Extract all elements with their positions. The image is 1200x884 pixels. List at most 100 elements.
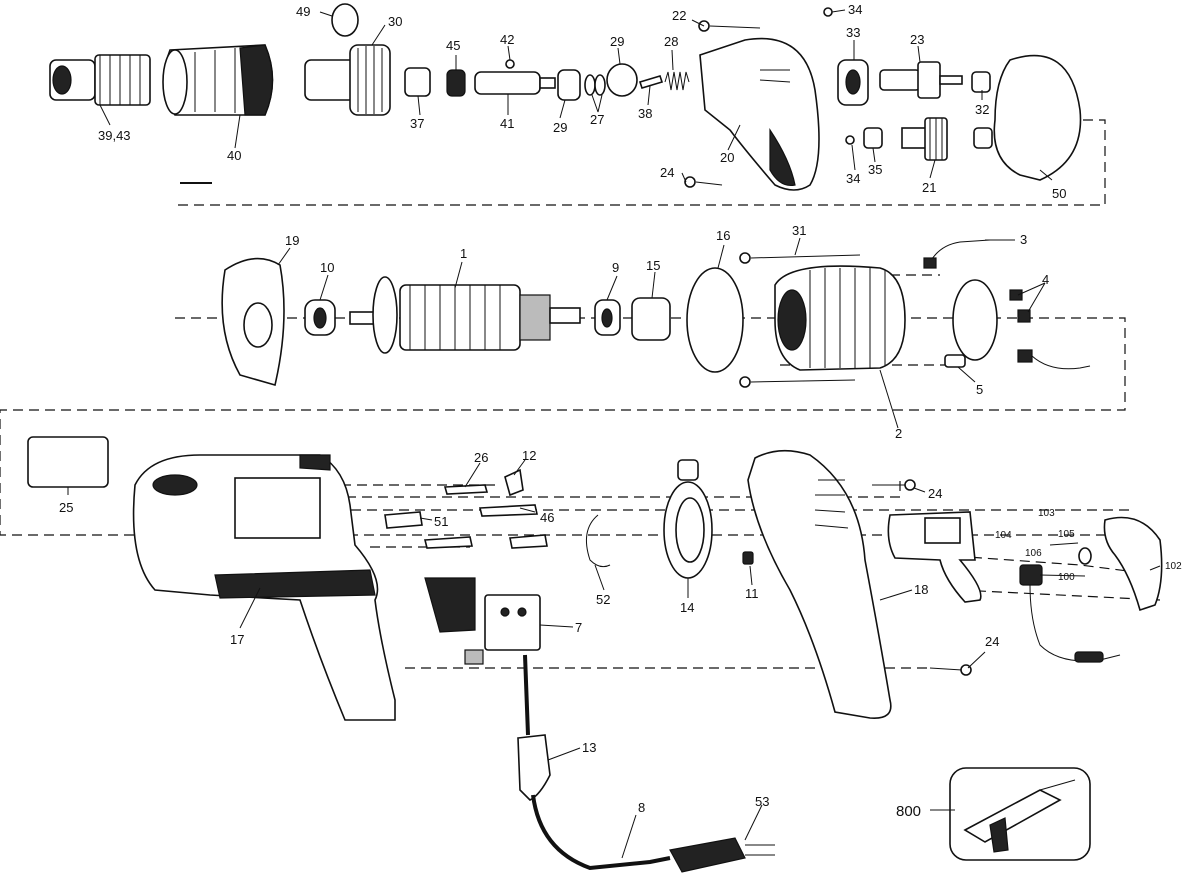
callout-31: 31	[792, 223, 806, 238]
callout-35: 35	[868, 162, 882, 177]
part-14-collar	[663, 459, 713, 579]
part-100-switch	[1019, 564, 1121, 663]
callout-28: 28	[664, 34, 678, 49]
part-9-bearing	[594, 299, 621, 336]
callout-15: 15	[646, 258, 660, 273]
part-21-gear	[901, 117, 948, 161]
part-27-washer-b	[594, 74, 606, 96]
part-19-end-plate	[221, 257, 285, 387]
part-32-bearing-a	[971, 71, 991, 93]
part-13-cord-protector	[517, 734, 551, 801]
part-49-retaining-ring	[331, 3, 359, 37]
callout-42: 42	[500, 32, 514, 47]
callout-18: 18	[914, 582, 928, 597]
part-7-switch	[424, 577, 541, 665]
callout-34-bottom: 34	[846, 171, 860, 186]
callout-53: 53	[755, 794, 769, 809]
part-4-brush-c	[1017, 349, 1033, 363]
part-12-terminal	[504, 468, 524, 497]
part-33-bearing	[837, 59, 869, 106]
callout-30: 30	[388, 14, 402, 29]
callout-17: 17	[230, 632, 244, 647]
callout-12: 12	[522, 448, 536, 463]
callout-105: 105	[1058, 529, 1075, 540]
callout-49: 49	[296, 4, 310, 19]
part-800-accessory-box	[949, 767, 1091, 861]
callout-22: 22	[672, 8, 686, 23]
callout-26: 26	[474, 450, 488, 465]
part-39-43-nose-piece	[49, 54, 151, 106]
callout-19: 19	[285, 233, 299, 248]
part-2-field-assembly	[774, 265, 906, 371]
part-45-bearing	[446, 69, 466, 97]
part-51-bracket	[384, 511, 423, 529]
part-16-fan-guard	[686, 267, 744, 373]
part-34-screw-a	[823, 7, 833, 17]
callout-29-lower: 29	[553, 120, 567, 135]
callout-41: 41	[500, 116, 514, 131]
callout-106: 106	[1025, 548, 1042, 559]
callout-24-top: 24	[660, 165, 674, 180]
part-11-pin	[742, 551, 754, 565]
part-4-lead	[1031, 355, 1091, 370]
callout-10: 10	[320, 260, 334, 275]
part-3-lead	[929, 239, 991, 263]
callout-5: 5	[976, 382, 983, 397]
callout-13: 13	[582, 740, 596, 755]
part-50-gasket	[993, 54, 1082, 181]
callout-51: 51	[434, 514, 448, 529]
callout-33: 33	[846, 25, 860, 40]
callout-24-bottom: 24	[985, 634, 999, 649]
part-15-baffle	[631, 297, 671, 341]
callout-3: 3	[1020, 232, 1027, 247]
part-3-terminal	[923, 257, 937, 269]
callout-2: 2	[895, 426, 902, 441]
callout-labels: 39,43 40 49 30 37 45 42 41 29 27 29 28 3…	[59, 2, 1182, 820]
part-8-cord	[523, 654, 671, 871]
callout-34-top: 34	[848, 2, 862, 17]
part-17-housing	[132, 454, 396, 721]
callout-1: 1	[460, 246, 467, 261]
part-variant-housing	[887, 511, 982, 603]
part-2-screw	[739, 376, 856, 388]
part-29-cam	[606, 63, 638, 97]
callout-leaders	[67, 9, 1161, 859]
callout-8: 8	[638, 800, 645, 815]
part-25-nameplate	[27, 436, 109, 488]
part-10-bearing	[304, 299, 336, 336]
part-1-armature	[349, 276, 581, 354]
part-105-lever	[1049, 542, 1079, 546]
part-18-handle	[747, 449, 892, 719]
part-46-contact-strip	[478, 504, 538, 517]
callout-39-43: 39,43	[98, 128, 131, 143]
callout-20: 20	[720, 150, 734, 165]
part-22-screw	[698, 20, 761, 32]
part-26-spring-contact	[443, 484, 489, 495]
part-24-screw-bottom	[929, 664, 972, 676]
callout-29-upper: 29	[610, 34, 624, 49]
part-contact-c	[423, 536, 473, 549]
callout-40: 40	[227, 148, 241, 163]
callout-103: 103	[1038, 508, 1055, 519]
part-4-brush-holder	[952, 279, 998, 361]
callout-38: 38	[638, 106, 652, 121]
part-35-bushing	[863, 127, 883, 149]
callout-21: 21	[922, 180, 936, 195]
callout-45: 45	[446, 38, 460, 53]
part-27-washer-a	[584, 74, 596, 96]
part-24-screw-mid	[872, 479, 916, 491]
callout-102: 102	[1165, 561, 1182, 572]
part-28-spring	[664, 71, 690, 91]
callout-800: 800	[896, 803, 921, 820]
callout-27: 27	[590, 112, 604, 127]
callout-11: 11	[745, 586, 759, 601]
part-37-bushing	[404, 67, 431, 97]
part-5-clip	[944, 354, 966, 368]
callout-52: 52	[596, 592, 610, 607]
callout-4: 4	[1042, 272, 1049, 287]
part-32-bearing-b	[973, 127, 993, 149]
callout-25: 25	[59, 500, 73, 515]
callout-16: 16	[716, 228, 730, 243]
callout-32: 32	[975, 102, 989, 117]
part-23-pinion-gear	[879, 61, 963, 99]
